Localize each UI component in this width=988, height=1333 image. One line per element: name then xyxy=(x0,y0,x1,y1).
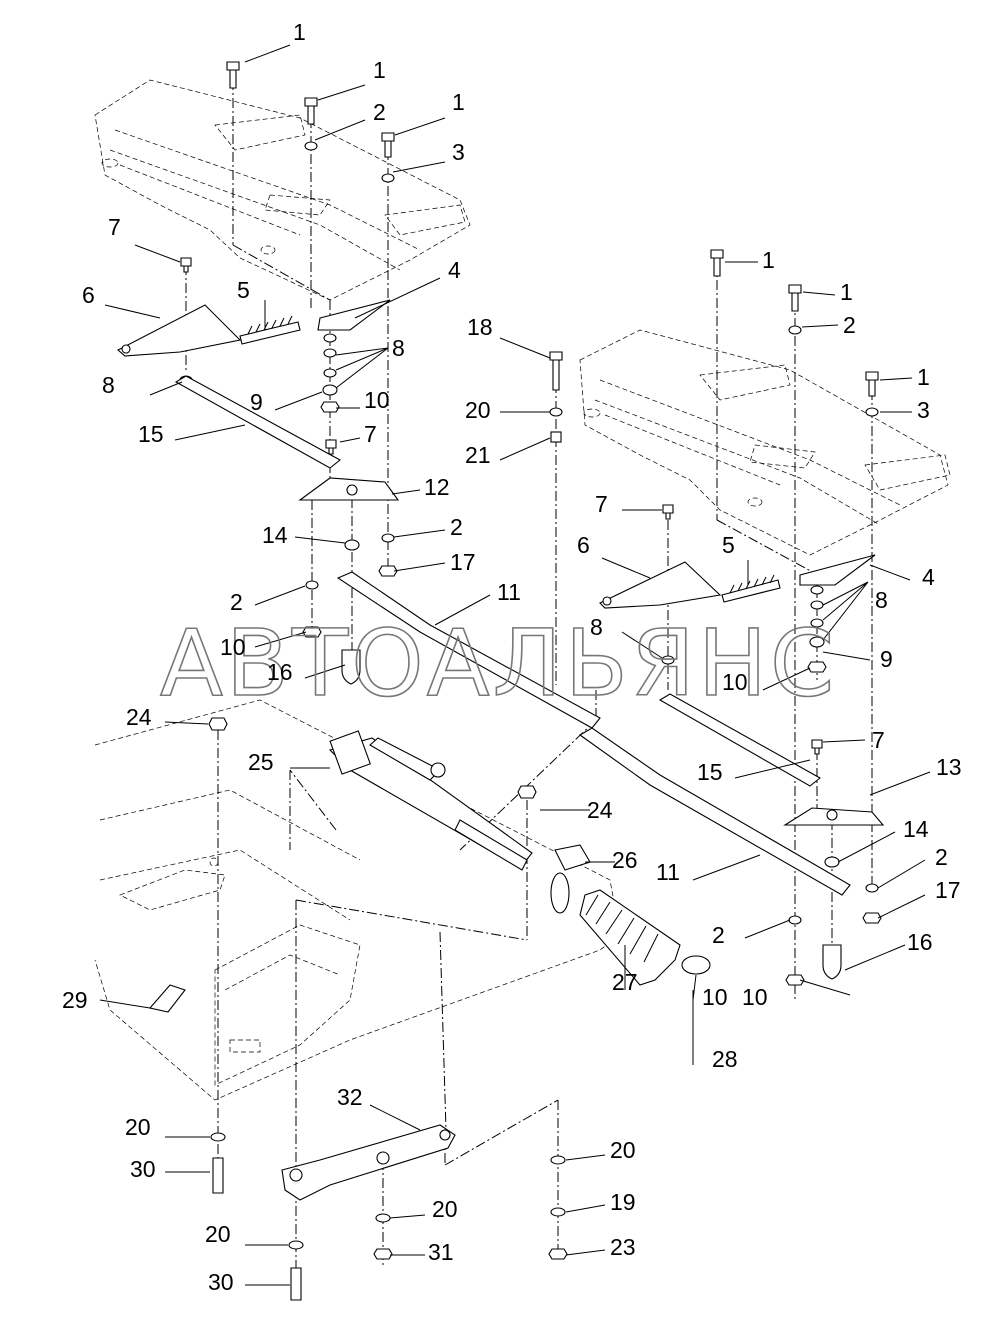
callout: 1 xyxy=(293,19,306,45)
callout: 19 xyxy=(610,1189,636,1215)
callout: 2 xyxy=(373,99,386,125)
callout-numbers: 1 1 1 2 3 4 5 6 7 8 8 9 10 15 7 12 14 2 … xyxy=(62,19,962,1295)
callout: 10 xyxy=(220,634,246,660)
callout: 4 xyxy=(448,257,461,283)
callout: 3 xyxy=(917,397,930,423)
callout: 5 xyxy=(237,277,250,303)
callout: 7 xyxy=(872,727,885,753)
callout: 17 xyxy=(935,877,961,903)
callout: 21 xyxy=(465,442,491,468)
callout: 1 xyxy=(840,279,853,305)
callout: 2 xyxy=(450,514,463,540)
callout: 2 xyxy=(712,922,725,948)
callout: 14 xyxy=(262,522,288,548)
callout: 10 xyxy=(364,387,390,413)
callout: 24 xyxy=(587,797,613,823)
callout: 8 xyxy=(590,614,603,640)
frame-bottom-phantom xyxy=(94,699,621,1101)
callout: 20 xyxy=(205,1221,231,1247)
callout: 20 xyxy=(125,1114,151,1140)
callout: 11 xyxy=(497,579,521,605)
callout: 15 xyxy=(138,421,164,447)
callout: 17 xyxy=(450,549,476,575)
callout: 8 xyxy=(392,335,405,361)
callout: 30 xyxy=(130,1156,156,1182)
callout: 26 xyxy=(612,847,638,873)
callout: 6 xyxy=(577,532,590,558)
callout: 20 xyxy=(465,397,491,423)
callout: 28 xyxy=(712,1046,738,1072)
callout: 9 xyxy=(250,389,263,415)
callout: 5 xyxy=(722,532,735,558)
callout: 8 xyxy=(875,587,888,613)
callout: 7 xyxy=(364,421,377,447)
callout: 1 xyxy=(373,57,386,83)
callout: 6 xyxy=(82,282,95,308)
callout: 20 xyxy=(432,1196,458,1222)
callout: 2 xyxy=(843,312,856,338)
callout: 1 xyxy=(762,247,775,273)
callout: 7 xyxy=(595,491,608,517)
callout: 2 xyxy=(230,589,243,615)
callout: 20 xyxy=(610,1137,636,1163)
callout: 24 xyxy=(126,704,152,730)
callout: 9 xyxy=(880,646,893,672)
callout: 25 xyxy=(248,749,274,775)
callout: 14 xyxy=(903,816,929,842)
callout: 13 xyxy=(936,754,962,780)
callout: 16 xyxy=(907,929,933,955)
frame-right-phantom xyxy=(579,329,951,556)
callout: 18 xyxy=(467,314,493,340)
callout: 7 xyxy=(108,214,121,240)
callout: 30 xyxy=(208,1269,234,1295)
frame-left-phantom xyxy=(94,79,471,301)
callout: 10 xyxy=(742,984,768,1010)
watermark-text: АВТОАЛЬЯНС xyxy=(160,610,837,717)
parts xyxy=(117,299,885,1201)
assembly-centerlines xyxy=(185,80,873,1290)
callout: 1 xyxy=(452,89,465,115)
callout: 27 xyxy=(612,969,638,995)
callout: 8 xyxy=(102,372,115,398)
callout: 11 xyxy=(656,859,680,885)
hardware xyxy=(179,61,882,1301)
leader-lines xyxy=(99,44,931,1286)
callout: 10 xyxy=(722,669,748,695)
callout: 3 xyxy=(452,139,465,165)
callout: 31 xyxy=(428,1239,454,1265)
callout: 1 xyxy=(917,364,930,390)
callout: 4 xyxy=(922,564,935,590)
callout: 32 xyxy=(337,1084,363,1110)
callout: 12 xyxy=(424,474,450,500)
callout: 15 xyxy=(697,759,723,785)
callout: 10 xyxy=(702,984,728,1010)
callout: 23 xyxy=(610,1234,636,1260)
callout: 2 xyxy=(935,844,948,870)
callout: 29 xyxy=(62,987,88,1013)
callout: 16 xyxy=(267,659,293,685)
